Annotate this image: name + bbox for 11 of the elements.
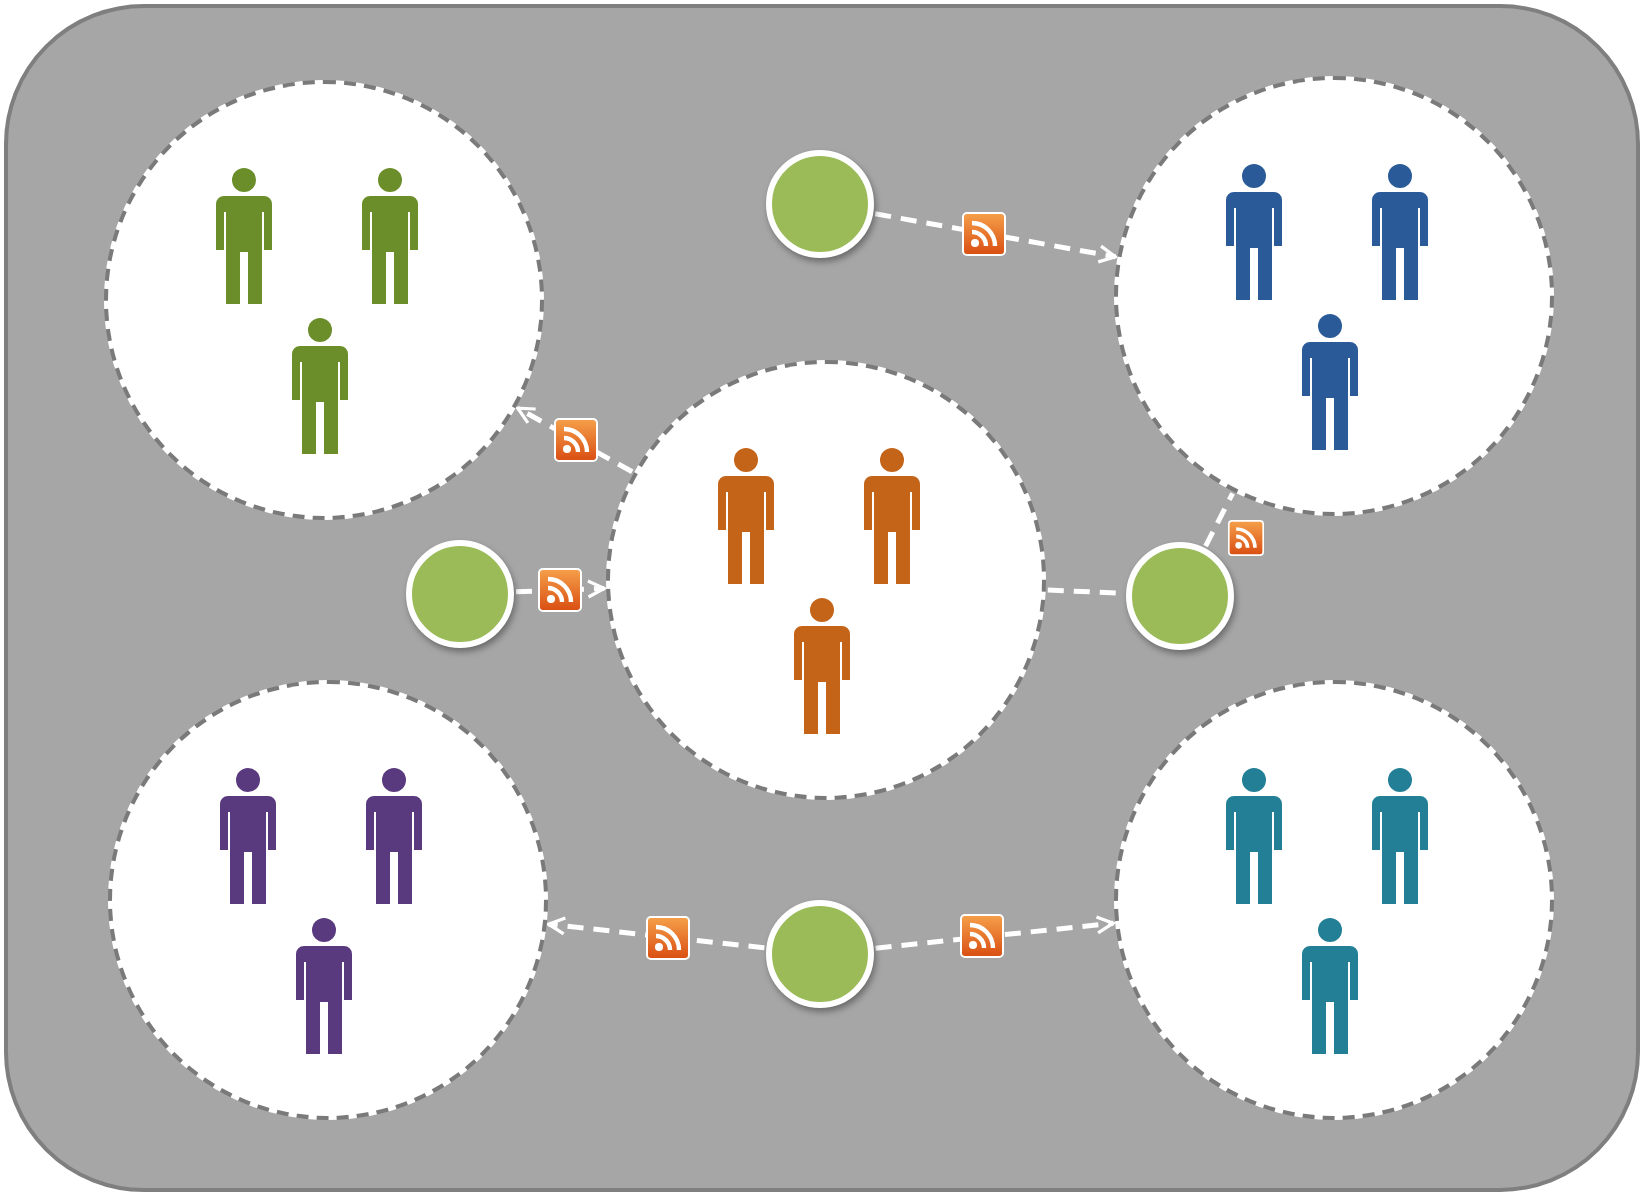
- frame-background: [4, 4, 1640, 1192]
- dashed-arrow: [547, 916, 765, 951]
- dashed-arrow: [875, 915, 1115, 951]
- dashed-arrow: [516, 406, 634, 474]
- member-circle: [766, 900, 874, 1008]
- member-circle: [1126, 542, 1234, 650]
- dashed-line: [1203, 492, 1235, 548]
- dashed-arrow: [515, 579, 606, 599]
- member-circle: [406, 540, 514, 648]
- member-circle: [766, 150, 874, 258]
- dashed-arrow: [874, 211, 1117, 264]
